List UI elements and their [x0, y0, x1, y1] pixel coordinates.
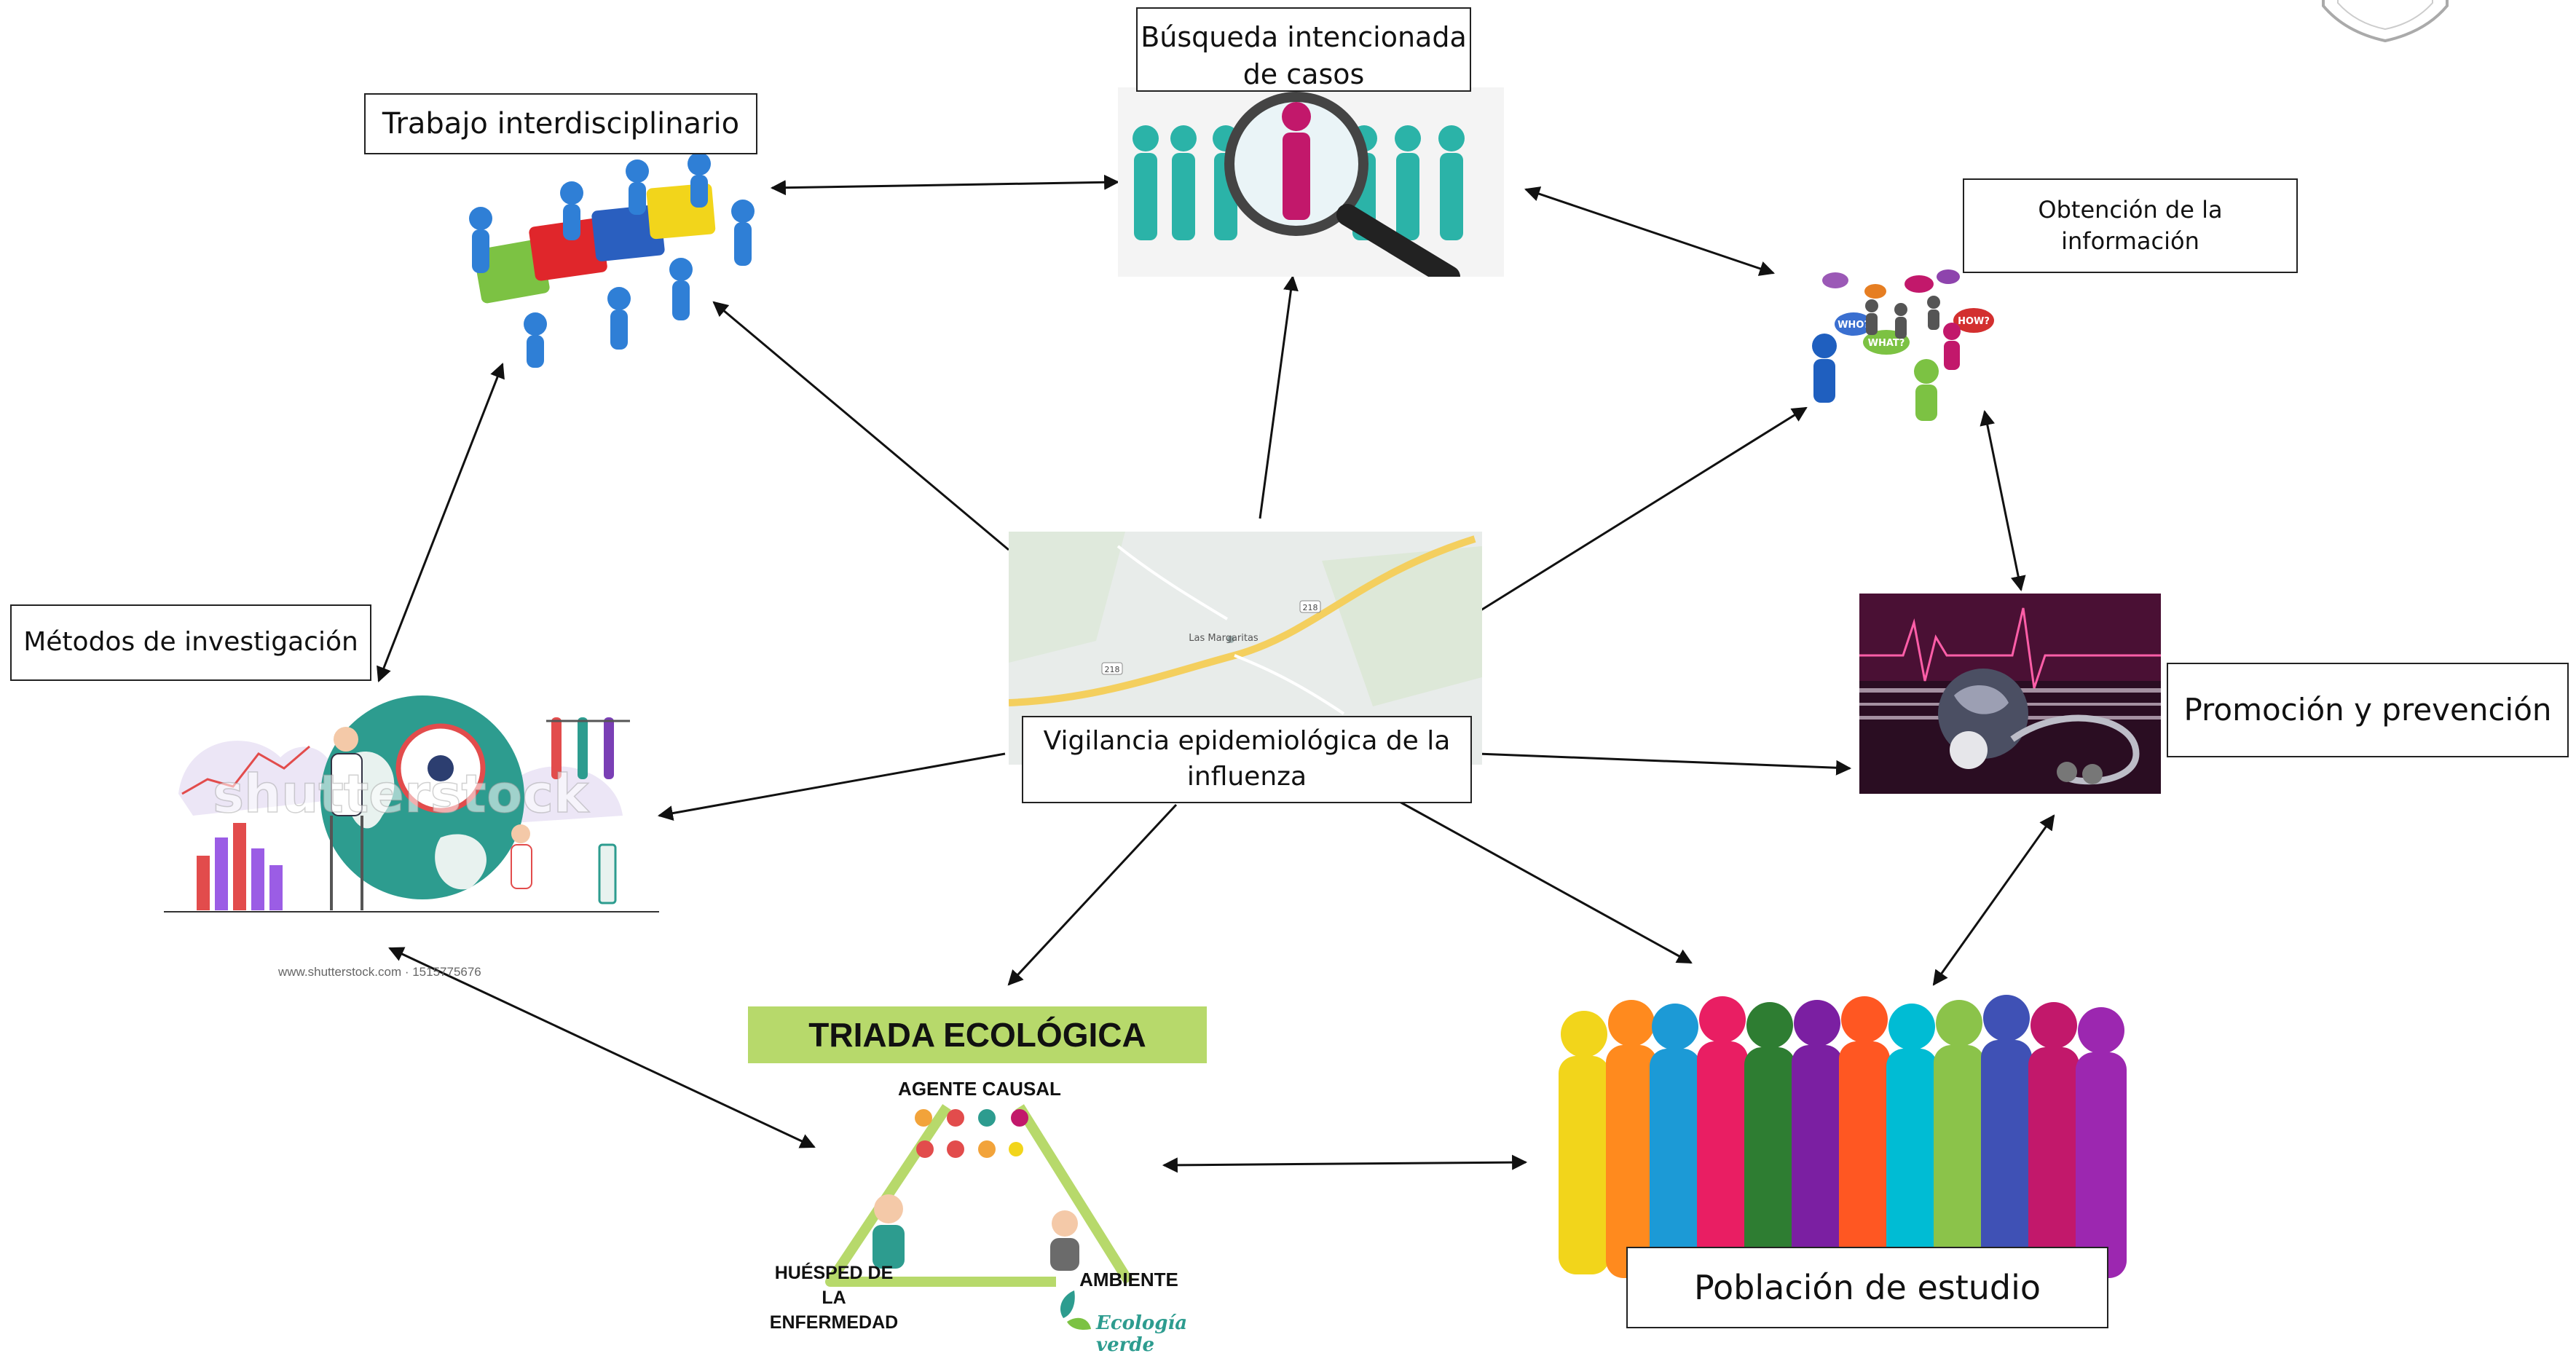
triad-environment: AMBIENTE [1079, 1269, 1178, 1290]
node-metodos-investigacion: Métodos de investigación [10, 604, 371, 681]
ecologia-verde-logo [1060, 1290, 1091, 1330]
node-label: Métodos de investigación [23, 627, 358, 658]
node-busqueda-intencionada: Búsqueda intencionada de casos [1136, 7, 1471, 92]
map-place-label: Las Margaritas [1189, 633, 1259, 644]
arrow-center-metodos [657, 752, 1006, 821]
node-vigilancia-epidemiologica: Vigilancia epidemiológica de la influenz… [1022, 716, 1472, 803]
methods-image-caption: www.shutterstock.com · 1515775676 [278, 965, 481, 979]
triad-host: HUÉSPED DE LA ENFERMEDAD [769, 1263, 899, 1333]
watermark: shutterstock [213, 763, 590, 824]
bubble-how: HOW? [1958, 316, 1990, 327]
node-label: Trabajo interdisciplinario [382, 107, 740, 141]
arrow-center-promocion [1478, 752, 1852, 776]
arrow-poblacion-promocion [1932, 814, 2055, 986]
arrow-busqueda-obtencion [1524, 186, 1775, 276]
node-label: Población de estudio [1693, 1267, 2041, 1307]
magnifier-people-image [1118, 87, 1504, 277]
node-poblacion-estudio: Población de estudio [1626, 1247, 2108, 1328]
triad-brand: Ecología verde [1096, 1312, 1188, 1356]
triad-diagram [825, 1104, 1133, 1330]
research-methods-image: shutterstock [164, 695, 659, 912]
node-label: Obtención de la información [2038, 195, 2223, 255]
host-person-icon [873, 1194, 905, 1269]
arrow-trabajo-metodos [377, 363, 505, 682]
node-label: Vigilancia epidemiológica de la influenz… [1043, 726, 1451, 792]
node-label: Promoción y prevención [2183, 691, 2552, 728]
question-people-image: WHO? WHAT? HOW? [1812, 269, 1994, 421]
colorful-crowd-image [1559, 995, 2127, 1289]
bubble-what: WHAT? [1868, 338, 1905, 349]
globe-stethoscope-image [1859, 594, 2161, 794]
arrow-center-triada [1007, 803, 1178, 986]
triad-title: TRIADA ECOLÓGICA [808, 1016, 1146, 1054]
environment-person-icon [1050, 1210, 1079, 1271]
arrow-center-busqueda [1259, 275, 1299, 519]
node-trabajo-interdisciplinario: Trabajo interdisciplinario [364, 93, 757, 154]
triad-title-banner: TRIADA ECOLÓGICA [748, 1006, 1207, 1063]
arrow-center-poblacion [1398, 800, 1693, 964]
arrow-trabajo-busqueda [770, 174, 1120, 196]
virus-icons [915, 1109, 1028, 1158]
puzzle-team-image [469, 152, 755, 368]
svg-text:218: 218 [1105, 665, 1120, 674]
node-promocion-prevencion: Promoción y prevención [2167, 663, 2569, 757]
node-obtencion-informacion: Obtención de la información [1963, 178, 2298, 273]
arrow-center-trabajo [712, 301, 1009, 551]
arrow-metodos-triada [388, 947, 816, 1148]
arrow-triada-poblacion [1162, 1154, 1528, 1173]
triad-agent: AGENTE CAUSAL [898, 1078, 1061, 1100]
arrow-center-obtencion [1478, 406, 1808, 613]
bubble-who: WHO? [1838, 320, 1870, 331]
institution-seal-icon [2322, 0, 2449, 43]
node-label: Búsqueda intencionada de casos [1141, 21, 1467, 91]
arrow-obtencion-promocion [1980, 409, 2026, 592]
road-number: 218 [1303, 603, 1318, 612]
